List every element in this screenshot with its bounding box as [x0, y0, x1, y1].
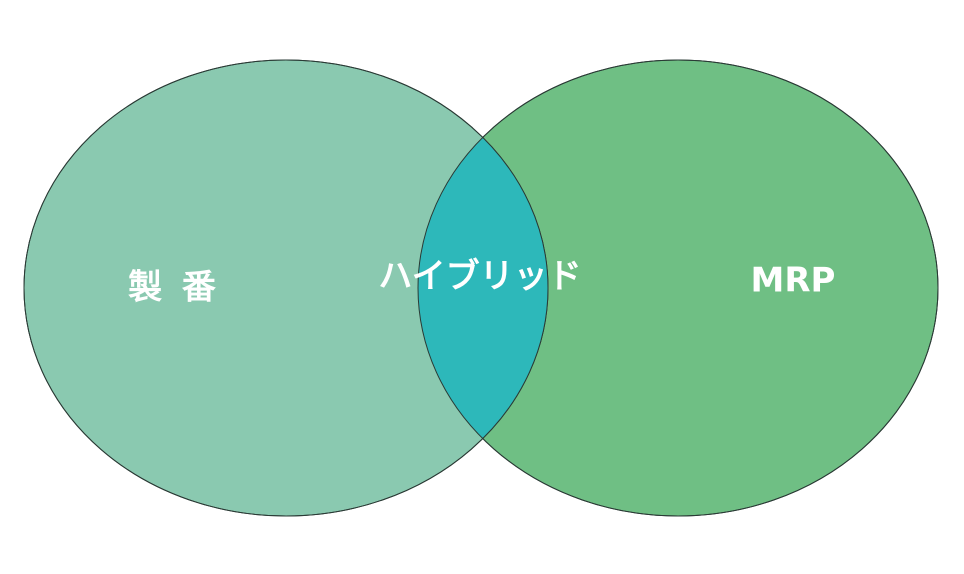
right-set-label: MRP — [751, 261, 836, 301]
right-set-outline — [417, 59, 939, 517]
left-set-label: 製 番 — [128, 268, 220, 308]
overlap-label: ハイブリッド — [378, 257, 581, 297]
left-set-outline — [23, 59, 549, 517]
